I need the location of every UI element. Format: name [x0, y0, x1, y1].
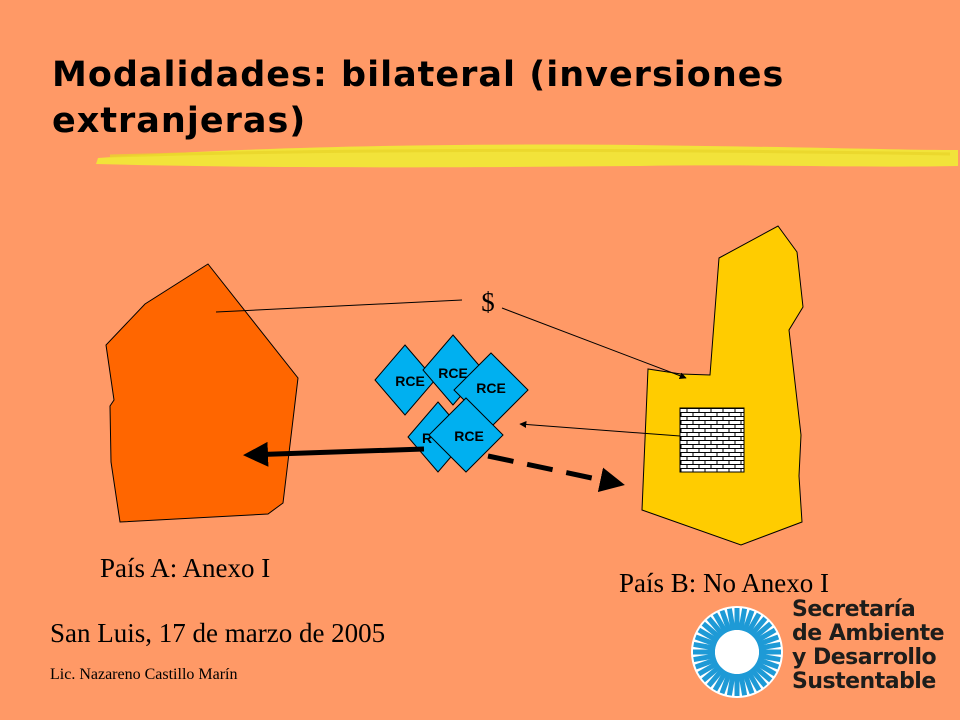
- logo-ray: [752, 664, 773, 683]
- logo-ray: [701, 664, 722, 683]
- footer-author: Lic. Nazareno Castillo Marín: [50, 666, 238, 683]
- investment-arrow-to-project: [501, 307, 687, 380]
- logo-ray: [749, 667, 768, 688]
- slide-title: Modalidades: bilateral (inversiones extr…: [52, 55, 785, 141]
- rce-token: RCE: [374, 344, 436, 416]
- highlighter-streak: [109, 148, 951, 158]
- logo-ray: [712, 669, 729, 692]
- logo-ray: [738, 608, 748, 631]
- country-a-shape: [105, 263, 299, 523]
- logo-ray: [701, 621, 722, 640]
- footer-event: San Luis, 17 de marzo de 2005: [50, 618, 386, 648]
- svg-text:R: R: [422, 430, 432, 446]
- organization-name-line: Secretaría: [792, 597, 916, 622]
- logo-ray: [742, 671, 755, 695]
- logo-ray: [754, 660, 777, 677]
- logo-ray: [742, 609, 755, 633]
- logo-ray: [756, 634, 780, 647]
- svg-text:RCE: RCE: [395, 373, 425, 389]
- rce-token: RCE: [428, 397, 504, 473]
- project-brick-box: [679, 407, 745, 473]
- svg-text:RCE: RCE: [438, 365, 468, 381]
- rce-token-group: RCE R RCE RCE RCE: [374, 334, 529, 473]
- svg-text:RCE: RCE: [476, 380, 506, 396]
- rce-transfer-arrow: [243, 441, 425, 467]
- logo-ray: [738, 673, 748, 696]
- logo-ray: [719, 671, 732, 695]
- currency-symbol: $: [481, 287, 495, 317]
- logo-center: [717, 632, 757, 672]
- logo-ray: [726, 608, 736, 631]
- highlighter-underline: [96, 144, 958, 168]
- logo-ray: [697, 660, 720, 677]
- organization-name: Secretaría de Ambiente y Desarrollo Sust…: [792, 597, 945, 694]
- logo-ray: [754, 627, 777, 644]
- country-a-label: País A: Anexo I: [100, 553, 271, 583]
- logo-ray: [745, 612, 762, 635]
- logo-ray: [726, 673, 736, 696]
- country-b-label: País B: No Anexo I: [619, 568, 830, 598]
- rce-return-arrow: [519, 420, 681, 437]
- logo-ray: [745, 669, 762, 692]
- logo-ray: [752, 621, 773, 640]
- svg-text:RCE: RCE: [454, 428, 484, 444]
- organization-name-line: de Ambiente: [792, 621, 945, 646]
- logo-ray: [712, 612, 729, 635]
- logo-ray: [706, 616, 725, 637]
- secretaria-logo-emblem: [691, 606, 783, 698]
- organization-name-line: y Desarrollo: [792, 645, 937, 670]
- logo-ray: [694, 634, 718, 647]
- country-b-shape: [641, 225, 804, 546]
- organization-name-line: Sustentable: [792, 669, 936, 694]
- technology-transfer-dashed-arrow: [487, 453, 625, 493]
- logo-ray: [758, 653, 781, 663]
- logo-ray: [756, 657, 780, 670]
- logo-ray: [706, 667, 725, 688]
- logo-ray: [758, 641, 781, 651]
- logo-ray: [693, 653, 716, 663]
- logo-ray: [694, 657, 718, 670]
- logo-ray: [719, 609, 732, 633]
- logo-ray: [693, 641, 716, 651]
- logo-ray: [749, 616, 768, 637]
- logo-ray: [697, 627, 720, 644]
- investment-arrow-to-dollar: [215, 299, 463, 313]
